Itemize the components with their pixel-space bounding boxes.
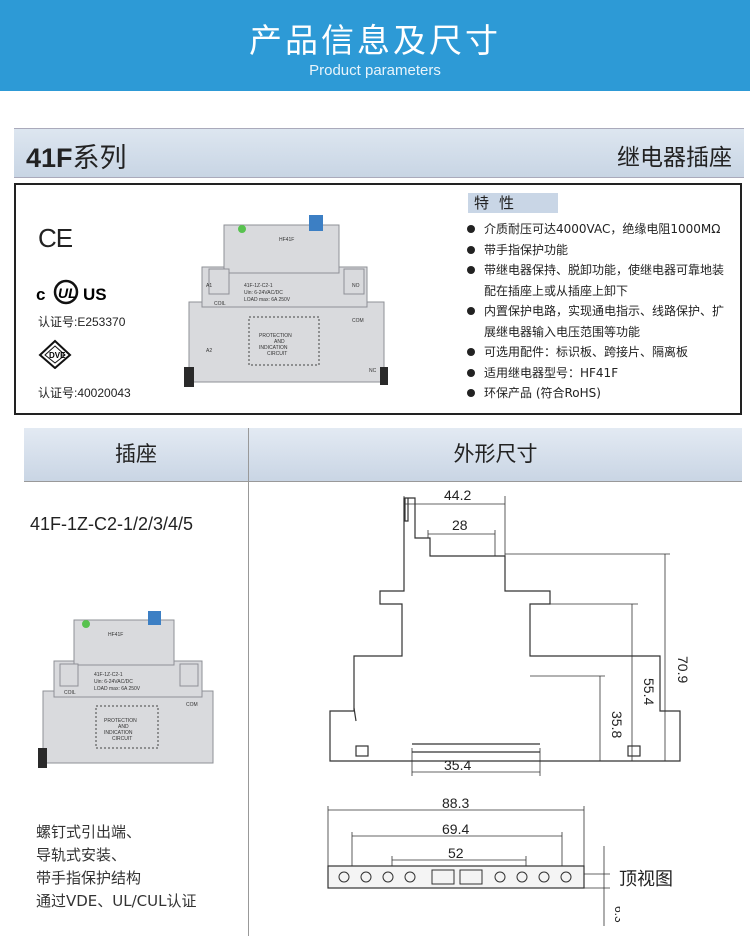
front-view-drawing: 44.2 28 35.4 70.9 55.4 35.8 bbox=[329, 487, 691, 776]
relay-circuit-2: AND bbox=[274, 339, 285, 345]
relay-a2-label: A2 bbox=[206, 348, 212, 354]
dim-height-low: 35.8 bbox=[609, 711, 625, 738]
column-divider bbox=[248, 428, 249, 936]
description-line: 通过VDE、UL/CUL认证 bbox=[36, 892, 197, 910]
description-line: 螺钉式引出端、 bbox=[36, 823, 142, 841]
relay-circuit-4-large: CIRCUIT bbox=[112, 736, 132, 742]
relay-load-label: LOAD max: 6A 250V bbox=[244, 297, 291, 303]
relay-spec-label: Uin: 6-24VAC/DC bbox=[244, 290, 283, 296]
dim-width-inner: 28 bbox=[452, 517, 468, 533]
feature-item: 环保产品 (符合RoHS) bbox=[464, 383, 734, 404]
dim-width-top: 44.2 bbox=[444, 487, 471, 503]
feature-item: 带继电器保持、脱卸功能，使继电器可靠地装配在插座上或从插座上卸下 bbox=[464, 260, 734, 301]
vde-mark-icon: DVE bbox=[38, 339, 72, 369]
series-bar: 41F系列 继电器插座 bbox=[14, 128, 744, 178]
relay-socket-photo: HF41F 41F-1Z-C2-1 Uin: 6-24VAC/DC LOAD m… bbox=[184, 215, 388, 387]
dim-length-inner: 52 bbox=[448, 845, 464, 861]
feature-item: 适用继电器型号：HF41F bbox=[464, 363, 734, 384]
svg-text:DVE: DVE bbox=[49, 351, 66, 360]
svg-text:c: c bbox=[36, 285, 45, 304]
relay-brand-label: HF41F bbox=[279, 237, 294, 243]
feature-item: 带手指保护功能 bbox=[464, 240, 734, 261]
features-panel: CE c UL US 认证号:E253370 DVE 认证号:40020043 … bbox=[14, 183, 742, 415]
relay-load-label-large: LOAD max: 6A 250V bbox=[94, 686, 141, 692]
top-view-label: 顶视图 bbox=[619, 869, 673, 890]
series-suffix: 系列 bbox=[72, 143, 127, 174]
model-number: 41F-1Z-C2-1/2/3/4/5 bbox=[30, 514, 194, 534]
vde-cert-number: 认证号:40020043 bbox=[38, 386, 131, 400]
feature-list: 介质耐压可达4000VAC，绝缘电阻1000MΩ 带手指保护功能 带继电器保持、… bbox=[464, 219, 734, 404]
dim-height-mid: 55.4 bbox=[641, 678, 657, 705]
dim-thickness: 6.3 bbox=[612, 906, 620, 923]
top-view-drawing: 88.3 69.4 52 6.3 bbox=[327, 796, 620, 926]
relay-circuit-3: INDICATION bbox=[259, 345, 288, 351]
relay-brand-label-large: HF41F bbox=[108, 632, 123, 638]
svg-text:UL: UL bbox=[58, 285, 77, 301]
relay-circuit-1: PROTECTION bbox=[259, 333, 292, 339]
relay-a1-label: A1 bbox=[206, 283, 212, 289]
ul-mark-icon: c UL US bbox=[36, 279, 107, 305]
header-dimensions: 外形尺寸 bbox=[249, 428, 742, 481]
banner-subtitle: Product parameters bbox=[309, 62, 441, 79]
banner-title: 产品信息及尺寸 bbox=[249, 21, 501, 60]
relay-nc-label: NC bbox=[369, 368, 377, 374]
dim-length-total: 88.3 bbox=[442, 796, 469, 811]
series-name: 41F系列 bbox=[26, 136, 127, 175]
relay-spec-label-large: Uin: 6-24VAC/DC bbox=[94, 679, 133, 685]
header-divider bbox=[24, 481, 742, 482]
relay-coil-label: COIL bbox=[214, 301, 226, 307]
socket-description: 螺钉式引出端、 导轨式安装、 带手指保护结构 通过VDE、UL/CUL认证 bbox=[36, 821, 197, 913]
spec-table: 插座 外形尺寸 41F-1Z-C2-1/2/3/4/5 HF41F 41F-1Z… bbox=[24, 428, 742, 936]
relay-com-label: COM bbox=[352, 318, 364, 324]
svg-text:US: US bbox=[83, 285, 107, 304]
dim-height-total: 70.9 bbox=[675, 656, 691, 683]
description-line: 带手指保护结构 bbox=[36, 869, 142, 887]
description-line: 导轨式安装、 bbox=[36, 846, 127, 864]
relay-model-label: 41F-1Z-C2-1 bbox=[244, 283, 273, 289]
ul-cert-number: 认证号:E253370 bbox=[38, 315, 126, 329]
relay-coil-label-large: COIL bbox=[64, 690, 76, 696]
relay-circuit-4: CIRCUIT bbox=[267, 351, 287, 357]
relay-socket-photo-large: HF41F 41F-1Z-C2-1 Uin: 6-24VAC/DC LOAD m… bbox=[38, 611, 214, 768]
relay-circuit-1-large: PROTECTION bbox=[104, 718, 137, 724]
relay-model-label-large: 41F-1Z-C2-1 bbox=[94, 672, 123, 678]
relay-circuit-3-large: INDICATION bbox=[104, 730, 133, 736]
feature-item: 可选用配件：标识板、跨接片、隔离板 bbox=[464, 342, 734, 363]
features-heading: 特性 bbox=[468, 193, 558, 213]
ce-mark-icon: CE bbox=[38, 223, 73, 253]
dim-width-base: 35.4 bbox=[444, 757, 471, 773]
relay-com-label-large: COM bbox=[186, 702, 198, 708]
header-banner: 产品信息及尺寸 Product parameters bbox=[0, 0, 750, 91]
relay-no-label: NO bbox=[352, 283, 360, 289]
feature-item: 内置保护电路，实现通电指示、线路保护、扩展继电器输入电压范围等功能 bbox=[464, 301, 734, 342]
relay-circuit-2-large: AND bbox=[118, 724, 129, 730]
series-code: 41F bbox=[26, 143, 73, 173]
dim-length-mid: 69.4 bbox=[442, 821, 469, 837]
header-socket: 插座 bbox=[24, 428, 248, 481]
feature-item: 介质耐压可达4000VAC，绝缘电阻1000MΩ bbox=[464, 219, 734, 240]
series-category: 继电器插座 bbox=[617, 145, 732, 171]
